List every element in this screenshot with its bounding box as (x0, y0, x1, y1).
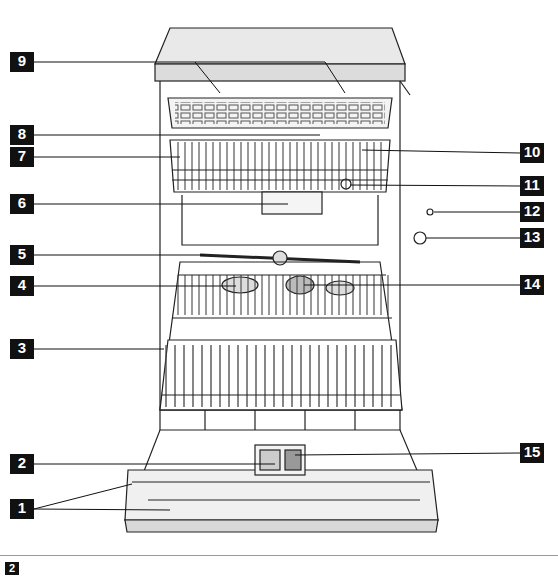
callout-number: 15 (520, 443, 544, 463)
callout-number: 7 (10, 147, 34, 167)
callout-number: 8 (10, 125, 34, 145)
callout-number: 4 (10, 276, 34, 296)
callout-number: 2 (10, 454, 34, 474)
callout-number: 13 (520, 228, 544, 248)
callout-number: 5 (10, 245, 34, 265)
callout-number: 6 (10, 194, 34, 214)
callout-number: 9 (10, 52, 34, 72)
callout-number: 12 (520, 202, 544, 222)
figure-number: 2 (5, 562, 19, 575)
callout-number: 3 (10, 339, 34, 359)
callout-number: 10 (520, 143, 544, 163)
callout-number: 14 (520, 275, 544, 295)
callout-number: 11 (520, 176, 544, 196)
callout-number: 1 (10, 499, 34, 519)
